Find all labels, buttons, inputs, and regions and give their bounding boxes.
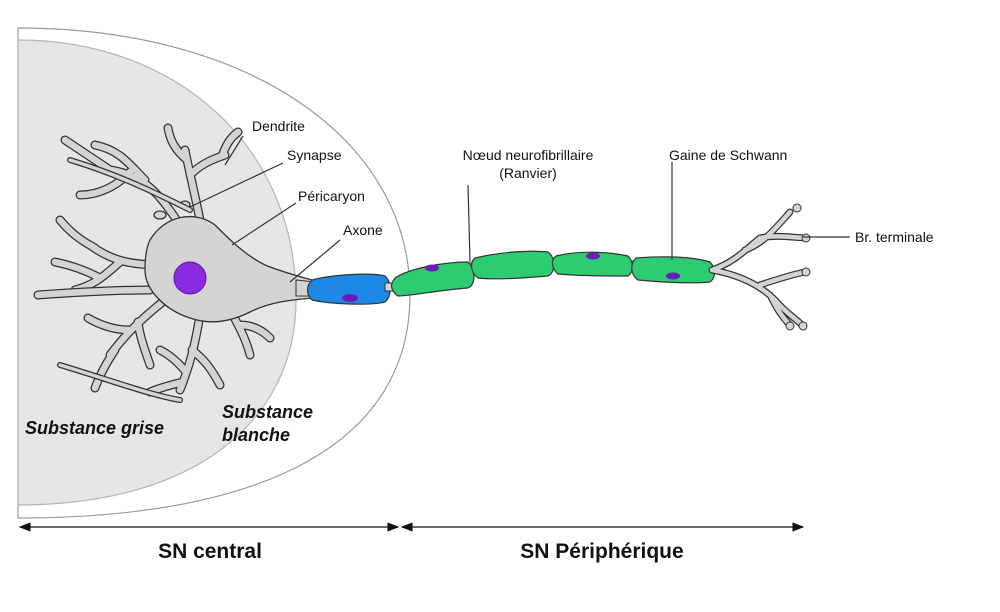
leader-pericaryon <box>231 202 297 246</box>
label-substance-blanche-2: blanche <box>222 425 290 445</box>
label-branche: Br. terminale <box>855 229 934 245</box>
oligodendrocyte-nucleus <box>342 294 358 302</box>
label-axone: Axone <box>343 222 383 238</box>
myelin-central <box>306 273 391 305</box>
label-substance-blanche-1: Substance <box>222 402 313 422</box>
terminal-branches <box>708 203 811 331</box>
myelin-peripheral <box>391 250 716 297</box>
pericaryon-body <box>144 215 313 323</box>
leader-dendrite <box>224 135 244 166</box>
label-gaine: Gaine de Schwann <box>669 147 787 163</box>
label-pericaryon: Péricaryon <box>298 188 365 204</box>
label-sn-peripherique: SN Périphérique <box>520 540 683 563</box>
leader-synapse <box>189 162 284 208</box>
leader-axone <box>289 239 341 283</box>
label-sn-central: SN central <box>158 540 262 563</box>
label-dendrite: Dendrite <box>252 118 305 134</box>
incoming-fibers <box>57 157 193 403</box>
label-noeud-line2: (Ranvier) <box>499 165 557 181</box>
nucleus <box>173 261 207 295</box>
label-synapse: Synapse <box>287 147 342 163</box>
label-noeud-line1: Nœud neurofibrillaire <box>463 147 594 163</box>
leader-noeud <box>467 184 471 263</box>
leader-lines <box>189 135 850 283</box>
neuron-soma <box>33 123 313 397</box>
label-substance-grise: Substance grise <box>25 418 164 438</box>
